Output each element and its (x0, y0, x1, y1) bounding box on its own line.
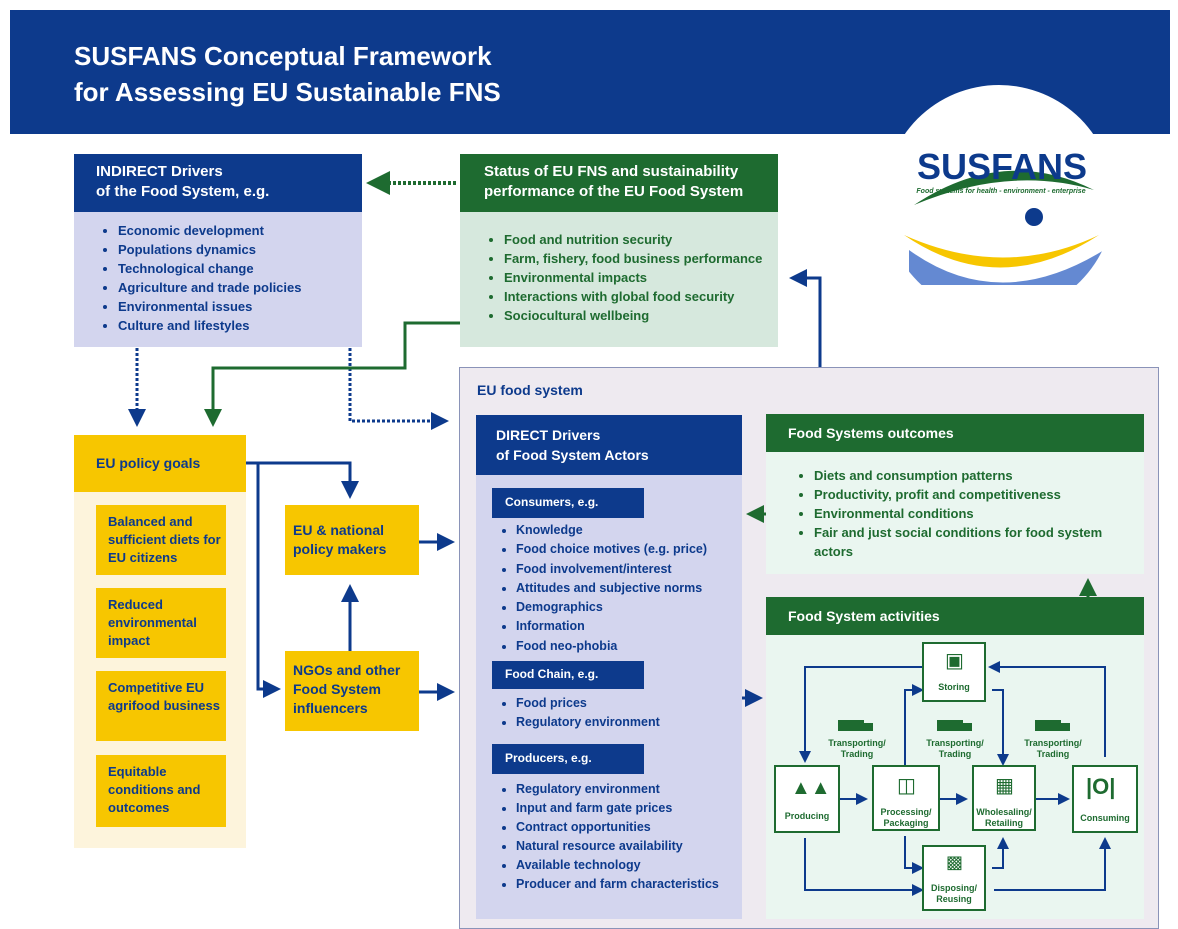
status-item: Interactions with global food security (504, 287, 778, 306)
transport-label-1: Transporting/ Trading (828, 738, 886, 759)
factory-icon: ◫ (897, 775, 916, 797)
producer-driver-item: Producer and farm characteristics (516, 875, 742, 894)
title-line-1: SUSFANS Conceptual Framework (74, 41, 492, 71)
policy-makers-box: EU & national policy makers (285, 505, 419, 575)
producer-driver-item: Natural resource availability (516, 837, 742, 856)
cart-icon: ▦ (995, 775, 1014, 797)
producing-box: Producing (774, 765, 840, 833)
policy-goals-heading: EU policy goals (74, 435, 246, 492)
outcome-item: Diets and consumption patterns (814, 466, 1144, 485)
outcome-item: Environmental conditions (814, 504, 1144, 523)
status-item: Food and nutrition security (504, 230, 778, 249)
policy-goal-3: Competitive EU agrifood business (96, 671, 226, 741)
bin-icon: ▩ (946, 852, 964, 872)
consumer-driver-item: Food involvement/interest (516, 560, 742, 579)
producer-driver-item: Regulatory environment (516, 780, 742, 799)
storing-box: Storing (922, 642, 986, 702)
susfans-logo: SUSFANS Food systems for health - enviro… (884, 85, 1114, 315)
transport-label-2: Transporting/ Trading (926, 738, 984, 759)
direct-drivers-panel (476, 475, 742, 919)
policy-goal-2: Reduced environmental impact (96, 588, 226, 658)
indirect-driver-item: Populations dynamics (118, 240, 362, 259)
food-chain-driver-item: Food prices (516, 694, 742, 713)
outcomes-header: Food Systems outcomes (766, 414, 1144, 452)
direct-drivers-header: DIRECT Drivers of Food System Actors (476, 415, 742, 475)
producer-driver-item: Input and farm gate prices (516, 799, 742, 818)
title-line-2: for Assessing EU Sustainable FNS (74, 77, 501, 107)
consumer-driver-item: Demographics (516, 598, 742, 617)
status-item: Farm, fishery, food business performance (504, 249, 778, 268)
consumer-driver-item: Information (516, 617, 742, 636)
cutlery-icon: |O| (1086, 774, 1116, 799)
status-header: Status of EU FNS and sustainability perf… (460, 154, 778, 212)
direct-line-1: DIRECT Drivers (496, 427, 601, 443)
wholesaling-label: Wholesaling/ Retailing (976, 807, 1032, 828)
disposing-box: Disposing/ Reusing (922, 845, 986, 911)
consumer-driver-item: Food choice motives (e.g. price) (516, 540, 742, 559)
indirect-line-1: INDIRECT Drivers (96, 163, 223, 180)
producer-driver-item: Available technology (516, 856, 742, 875)
ngos-box: NGOs and other Food System influencers (285, 651, 419, 731)
outcomes-list: Diets and consumption patternsProductivi… (766, 452, 1144, 574)
consumer-driver-item: Food neo-phobia (516, 637, 742, 656)
indirect-driver-item: Environmental issues (118, 297, 362, 316)
logo-tagline: Food systems for health - environment - … (916, 188, 1086, 195)
processing-label: Processing/ Packaging (880, 807, 932, 828)
logo-name: SUSFANS (916, 146, 1088, 187)
page-title: SUSFANS Conceptual Framework for Assessi… (74, 38, 501, 110)
producer-driver-item: Contract opportunities (516, 818, 742, 837)
transport-label-3: Transporting/ Trading (1024, 738, 1082, 759)
indirect-driver-item: Economic development (118, 221, 362, 240)
status-line-1: Status of EU FNS and sustainability (484, 163, 739, 180)
consumer-driver-item: Knowledge (516, 521, 742, 540)
processing-box: Processing/ Packaging (872, 765, 940, 831)
status-line-2: performance of the EU Food System (484, 183, 744, 200)
status-item: Environmental impacts (504, 268, 778, 287)
food-chain-list: Food pricesRegulatory environment (476, 694, 742, 732)
disposing-label: Disposing/ Reusing (930, 883, 977, 904)
producers-list: Regulatory environmentInput and farm gat… (476, 780, 742, 894)
box-icon: ▣ (945, 650, 964, 672)
storing-label: Storing (938, 682, 970, 692)
consumer-driver-item: Attitudes and subjective norms (516, 579, 742, 598)
indirect-drivers-list: Economic developmentPopulations dynamics… (74, 212, 362, 347)
food-chain-heading: Food Chain, e.g. (492, 661, 644, 689)
trees-icon: ▲▲ (791, 777, 831, 799)
eu-food-system-label: EU food system (477, 382, 583, 398)
policy-goal-1: Balanced and sufficient diets for EU cit… (96, 505, 226, 575)
food-chain-driver-item: Regulatory environment (516, 713, 742, 732)
wholesaling-box: Wholesaling/ Retailing (972, 765, 1036, 831)
outcome-item: Fair and just social conditions for food… (814, 523, 1144, 561)
outcome-item: Productivity, profit and competitiveness (814, 485, 1144, 504)
indirect-drivers-header: INDIRECT Drivers of the Food System, e.g… (74, 154, 362, 212)
consumers-heading: Consumers, e.g. (492, 488, 644, 518)
indirect-driver-item: Technological change (118, 259, 362, 278)
producing-label: Producing (784, 811, 830, 821)
indirect-line-2: of the Food System, e.g. (96, 183, 270, 200)
consuming-box: Consuming (1072, 765, 1138, 833)
consumers-list: KnowledgeFood choice motives (e.g. price… (476, 521, 742, 656)
indirect-driver-item: Agriculture and trade policies (118, 278, 362, 297)
producers-heading: Producers, e.g. (492, 744, 644, 774)
consuming-label: Consuming (1080, 813, 1130, 823)
policy-goal-4: Equitable conditions and outcomes (96, 755, 226, 827)
indirect-driver-item: Culture and lifestyles (118, 316, 362, 335)
activities-header: Food System activities (766, 597, 1144, 635)
status-item: Sociocultural wellbeing (504, 306, 778, 325)
status-list: Food and nutrition securityFarm, fishery… (460, 212, 778, 347)
direct-line-2: of Food System Actors (496, 447, 649, 463)
logo-graphic (904, 170, 1104, 285)
